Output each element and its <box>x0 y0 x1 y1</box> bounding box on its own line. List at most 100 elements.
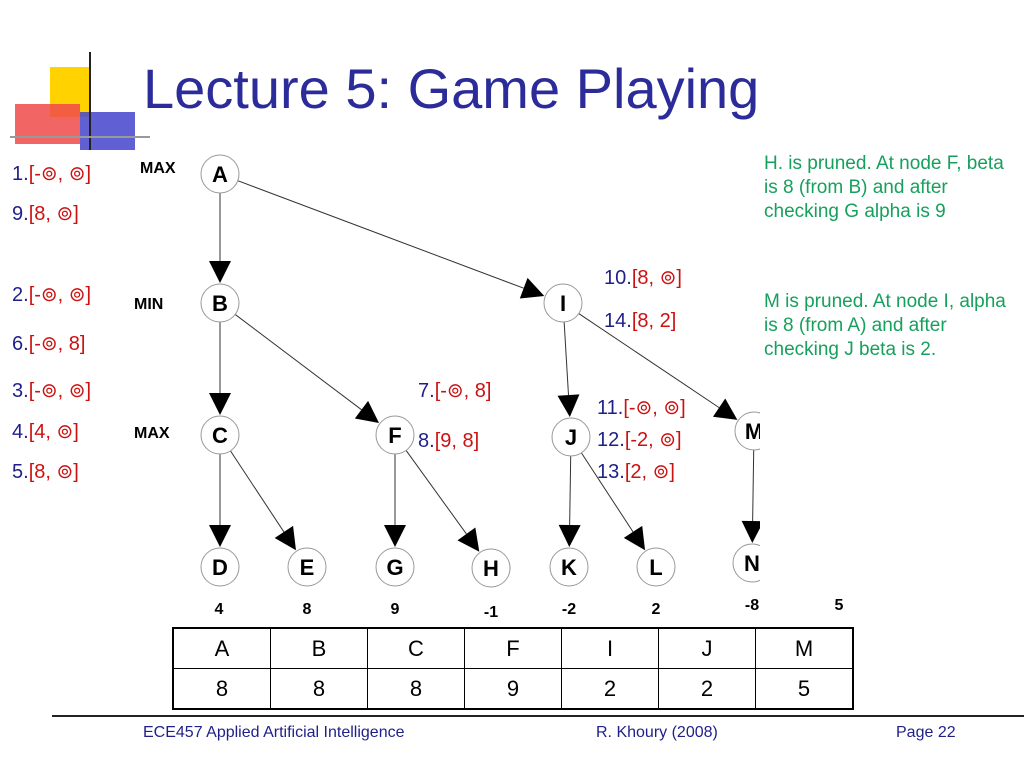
step-interval: [4, ⊚] <box>28 421 79 443</box>
table-cell: 8 <box>270 668 368 710</box>
leaf-value-l: 2 <box>651 601 661 618</box>
step-8: 8.[9, 8] <box>418 430 479 452</box>
node-label: M <box>745 419 760 444</box>
leaf-value-g: 9 <box>390 601 400 618</box>
step-number: 14. <box>604 310 632 332</box>
node-label: F <box>388 423 401 448</box>
step-number: 3. <box>12 380 29 402</box>
node-label: L <box>649 555 662 580</box>
node-l: L <box>636 547 676 587</box>
edge-arrowhead <box>457 527 480 552</box>
edge-c-d <box>209 454 231 547</box>
node-label: E <box>300 555 315 580</box>
node-value-table: A B C F I J M 8 8 8 9 2 2 5 <box>172 627 854 710</box>
step-11: 11.[-⊚, ⊚] <box>597 397 686 419</box>
leaf-value-d: 4 <box>214 601 224 618</box>
node-b: B <box>200 283 240 323</box>
step-interval: [-2, ⊚] <box>624 429 682 451</box>
step-9: 9.[8, ⊚] <box>12 203 79 225</box>
step-interval: [-⊚, ⊚] <box>28 380 92 402</box>
step-number: 9. <box>12 203 29 225</box>
node-k: K <box>549 547 589 587</box>
node-label: C <box>212 423 228 448</box>
step-10: 10.[8, ⊚] <box>604 267 682 289</box>
table-cell: F <box>464 627 562 669</box>
step-interval: [2, ⊚] <box>624 461 675 483</box>
edge-arrowhead <box>558 524 581 548</box>
edge-arrowhead <box>209 525 231 547</box>
node-label: J <box>565 425 577 450</box>
slide-decoration <box>10 52 150 150</box>
leaf-value-h: -1 <box>483 604 499 621</box>
pruning-note-h: H. is pruned. At node F, beta is 8 (from… <box>764 153 1004 222</box>
leaf-value-e: 8 <box>302 601 312 618</box>
node-label: A <box>212 162 228 187</box>
step-interval: [-⊚, ⊚] <box>623 397 686 419</box>
footer-divider <box>52 715 1024 717</box>
node-e: E <box>287 547 327 587</box>
edge-b-c <box>209 322 231 415</box>
table-cell: J <box>658 627 756 669</box>
edge-i-m <box>578 313 738 420</box>
step-number: 12. <box>597 429 625 451</box>
table-cell: M <box>755 627 854 669</box>
node-label: K <box>561 555 577 580</box>
node-g: G <box>375 547 415 587</box>
node-a: A <box>200 154 240 194</box>
edge-arrowhead <box>384 525 406 547</box>
step-13: 13.[2, ⊚] <box>597 461 675 483</box>
step-6: 6.[-⊚, 8] <box>12 333 85 355</box>
edge-m-n <box>741 449 760 544</box>
step-7: 7.[-⊚, 8] <box>418 380 491 402</box>
footer-page-number: Page 22 <box>896 724 956 741</box>
step-interval: [-⊚, 8] <box>434 380 492 402</box>
node-label: D <box>212 555 228 580</box>
edge-a-i <box>237 180 545 299</box>
edge-arrowhead <box>623 525 646 551</box>
step-interval: [-⊚, ⊚] <box>28 163 92 185</box>
edge-f-g <box>384 454 406 547</box>
node-label: N <box>744 551 760 576</box>
game-tree-diagram: ABICFJMDEGHKLNO <box>200 154 760 588</box>
edge-c-e <box>230 450 296 551</box>
edge-arrowhead <box>209 393 231 415</box>
edge-b-f <box>234 314 380 423</box>
step-1: 1.[-⊚, ⊚] <box>12 163 91 185</box>
step-interval: [8, 2] <box>631 310 677 332</box>
node-j: J <box>551 417 591 457</box>
leaf-value-k: -2 <box>561 601 577 618</box>
step-2: 2.[-⊚, ⊚] <box>12 284 91 306</box>
step-number: 8. <box>418 430 435 452</box>
node-m: M <box>734 411 760 451</box>
node-label: B <box>212 291 228 316</box>
node-c: C <box>200 415 240 455</box>
level-label-max-top: MAX <box>140 160 176 177</box>
edge-j-l <box>580 452 646 551</box>
table-cell: B <box>270 627 368 669</box>
level-label-min: MIN <box>134 296 164 313</box>
table-cell: I <box>561 627 659 669</box>
node-label: I <box>560 291 566 316</box>
leaf-value-n: -8 <box>744 597 760 614</box>
step-number: 13. <box>597 461 625 483</box>
table-cell: 5 <box>755 668 854 710</box>
node-f: F <box>375 415 415 455</box>
step-5: 5.[8, ⊚] <box>12 461 79 483</box>
table-cell: A <box>172 627 271 669</box>
step-number: 1. <box>12 163 29 185</box>
table-cell: C <box>367 627 465 669</box>
edge-arrowhead <box>354 400 380 423</box>
step-interval: [-⊚, 8] <box>28 333 86 355</box>
edge-a-b <box>209 193 231 283</box>
footer-author: R. Khoury (2008) <box>596 724 718 741</box>
step-4: 4.[4, ⊚] <box>12 421 79 443</box>
pruning-note-m: M is pruned. At node I, alpha is 8 (from… <box>764 291 1006 360</box>
step-number: 2. <box>12 284 29 306</box>
step-14: 14.[8, 2] <box>604 310 676 332</box>
node-h: H <box>471 548 511 588</box>
step-interval: [8, ⊚] <box>28 461 79 483</box>
edge-arrowhead <box>741 520 760 544</box>
table-cell: 8 <box>367 668 465 710</box>
edge-arrowhead <box>274 525 296 551</box>
table-cell: 8 <box>172 668 271 710</box>
